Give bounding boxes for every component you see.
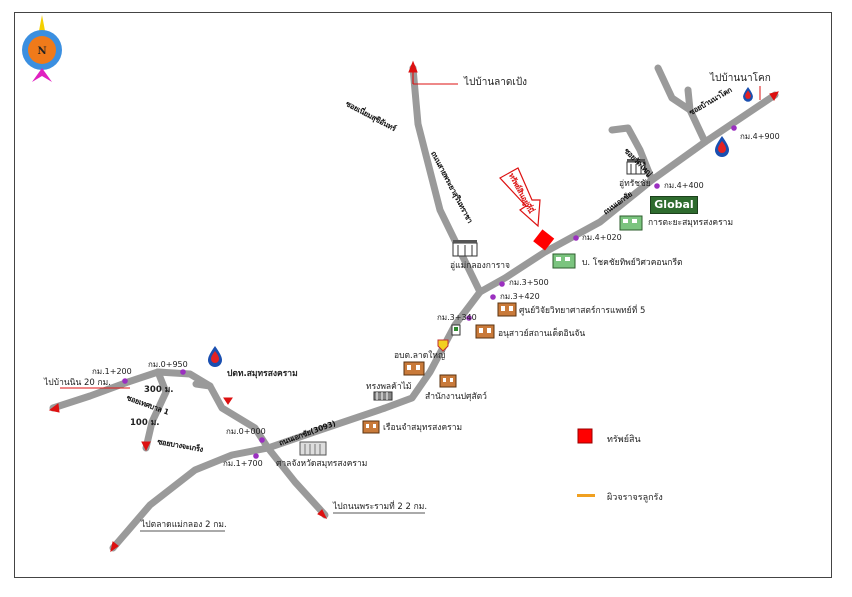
direction-arrows <box>48 60 779 553</box>
left-branch-1 <box>142 368 170 452</box>
km-marker-1-700: กม.1+700 <box>223 459 263 468</box>
building-icon <box>475 324 495 339</box>
place-u-mae-klong: อู่แม่กลองการาจ <box>450 261 511 271</box>
place-provincial-office: การตะยะสมุทรสงคราม <box>648 218 734 228</box>
direction-ban-na-khok: ไปบ้านนาโคก <box>710 73 771 84</box>
km-marker-4-900: กม.4+900 <box>740 132 780 141</box>
direction-ban-lat-kaphong: ไปบ้านลาดเป้ง <box>464 77 528 88</box>
left-branch-2 <box>192 380 214 390</box>
compass-icon: N <box>22 15 62 82</box>
km-marker-1-200: กม.1+200 <box>92 367 132 376</box>
km-marker-3-420: กม.3+420 <box>500 292 540 301</box>
building-icon <box>626 159 646 175</box>
place-songphon: ทรงพลค้าไม้ <box>366 382 412 392</box>
main-road <box>109 91 779 552</box>
place-monument: อนุสาวย์สถานเด็ดอินจัน <box>498 329 586 339</box>
direction-mae-klong-market: ไปตลาดแม่กลอง 2 กม. <box>141 520 227 530</box>
building-icon <box>619 215 643 231</box>
legend-property-label: ทรัพย์สิน <box>607 435 641 445</box>
km-marker-4-400: กม.4+400 <box>664 181 704 190</box>
direction-rama2: ไปถนนพระรามที่ 2 2 กม. <box>333 502 428 512</box>
building-icon <box>452 240 478 257</box>
place-toyota: บ. โชคชัยทิพย์วิศวคอนกรีต <box>582 258 683 268</box>
km-marker-3-340: กม.3+340 <box>437 313 477 322</box>
place-global-logo: Global <box>650 196 698 214</box>
km-marker-4-020: กม.4+020 <box>582 233 622 242</box>
km-marker-0-950: กม.0+950 <box>148 360 188 369</box>
building-icon <box>439 374 457 388</box>
legend-road-label: ผิวจราจรลูกรัง <box>607 493 663 503</box>
building-icon <box>552 253 576 269</box>
rama2-road <box>264 444 329 519</box>
place-sao-bang-yai: อบต.ลาดใหญ่ <box>394 351 446 361</box>
ne-branch-1 <box>654 64 709 146</box>
direction-ban-nin: ไปบ้านนิน 20 กม. <box>44 378 111 388</box>
place-court: ศาลจังหวัดสมุทรสงคราม <box>276 459 368 469</box>
place-research-center: ศูนย์วิจัยวิทยาศาสตร์การแพทย์ที่ 5 <box>519 306 646 316</box>
ptt-icon <box>715 136 729 157</box>
building-icon <box>451 324 461 336</box>
callout-arrow <box>499 167 541 228</box>
ne-branch-2 <box>608 124 656 184</box>
building-icons <box>299 159 646 456</box>
building-icon <box>403 361 425 376</box>
km-marker-3-500: กม.3+500 <box>509 278 549 287</box>
ptt-icon <box>743 87 753 102</box>
place-u-kruchai: อู่ทรัชชัย <box>619 179 651 189</box>
distance-300: 300 ม. <box>144 385 174 395</box>
km-marker-0-000: กม.0+000 <box>226 427 266 436</box>
ptt-icon <box>208 346 222 367</box>
compass-letter: N <box>37 46 46 57</box>
building-icon <box>362 420 380 434</box>
shield-icon <box>437 339 449 352</box>
distance-100: 100 ม. <box>130 418 160 428</box>
legend-property-swatch <box>577 428 593 444</box>
building-icon <box>497 302 517 317</box>
place-land-office: สำนักงานปศุสัตว์ <box>425 392 487 402</box>
building-icon <box>299 441 327 456</box>
direction-underlines <box>60 86 761 532</box>
km-dots <box>122 125 737 459</box>
left-road <box>49 368 272 452</box>
building-icon <box>373 391 393 401</box>
map-frame <box>14 12 832 578</box>
property-marker <box>533 229 555 251</box>
place-ptt-station: ปตท.สมุทรสงคราม <box>227 369 298 379</box>
place-prison: เรือนจำสมุทรสงคราม <box>383 423 463 433</box>
legend-road-swatch <box>577 494 595 497</box>
ne-branch-3 <box>684 86 694 114</box>
